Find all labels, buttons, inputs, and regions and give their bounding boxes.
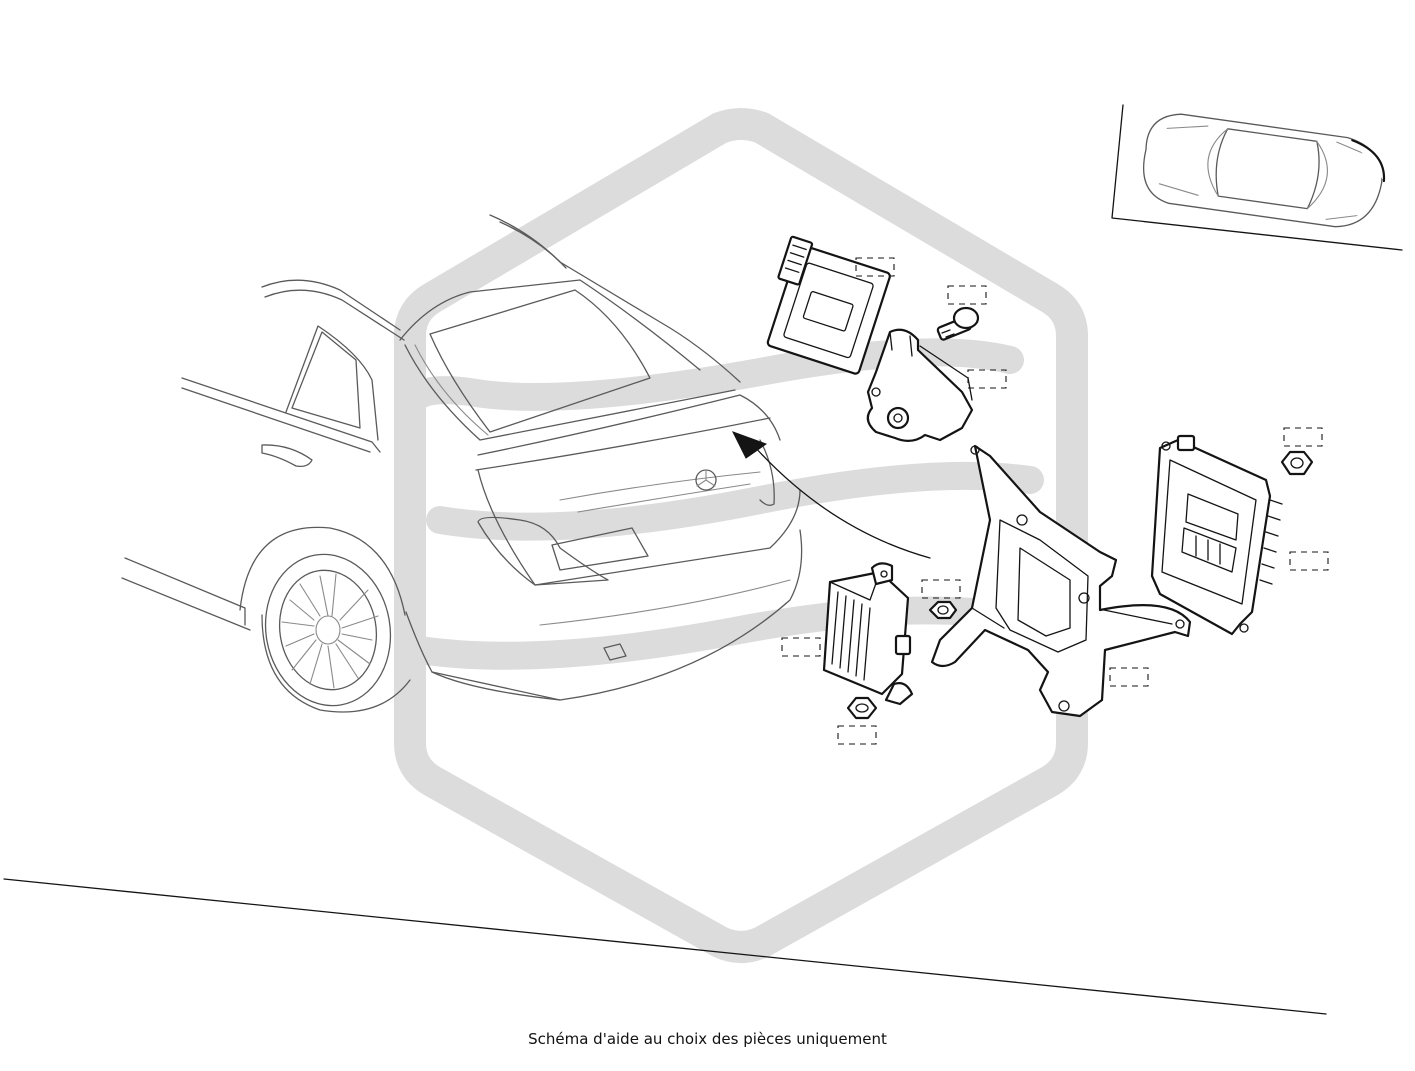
callout-part-6: [781, 637, 821, 657]
control-unit-lower-part: [822, 562, 914, 706]
callout-part-1: [855, 257, 895, 277]
nut-right-part: [1280, 450, 1314, 476]
nut-lower-part: [846, 696, 878, 720]
nut-center-part: [928, 600, 958, 620]
callout-part-4: [921, 579, 961, 599]
bracket-main-part: [930, 444, 1192, 718]
callout-part-2: [947, 285, 987, 305]
callout-part-8: [1283, 427, 1323, 447]
callout-part-9: [1289, 551, 1329, 571]
vehicle-rear-outline: [121, 214, 803, 713]
curved-arrow-icon: [731, 431, 931, 559]
hexagon-logo-watermark-icon: [394, 108, 1088, 963]
diagram-caption: Schéma d'aide au choix des pièces unique…: [528, 1030, 887, 1048]
callout-part-5: [1109, 667, 1149, 687]
ecu-module-right-part: [1150, 434, 1283, 636]
bolt-part: [936, 306, 980, 341]
ground-line: [3, 878, 1327, 1015]
bracket-upper-part: [866, 328, 974, 442]
callout-part-7: [837, 725, 877, 745]
vehicle-locator-icon: [1111, 104, 1403, 251]
ecu-module-top: [766, 235, 891, 375]
callout-part-3: [967, 369, 1007, 389]
